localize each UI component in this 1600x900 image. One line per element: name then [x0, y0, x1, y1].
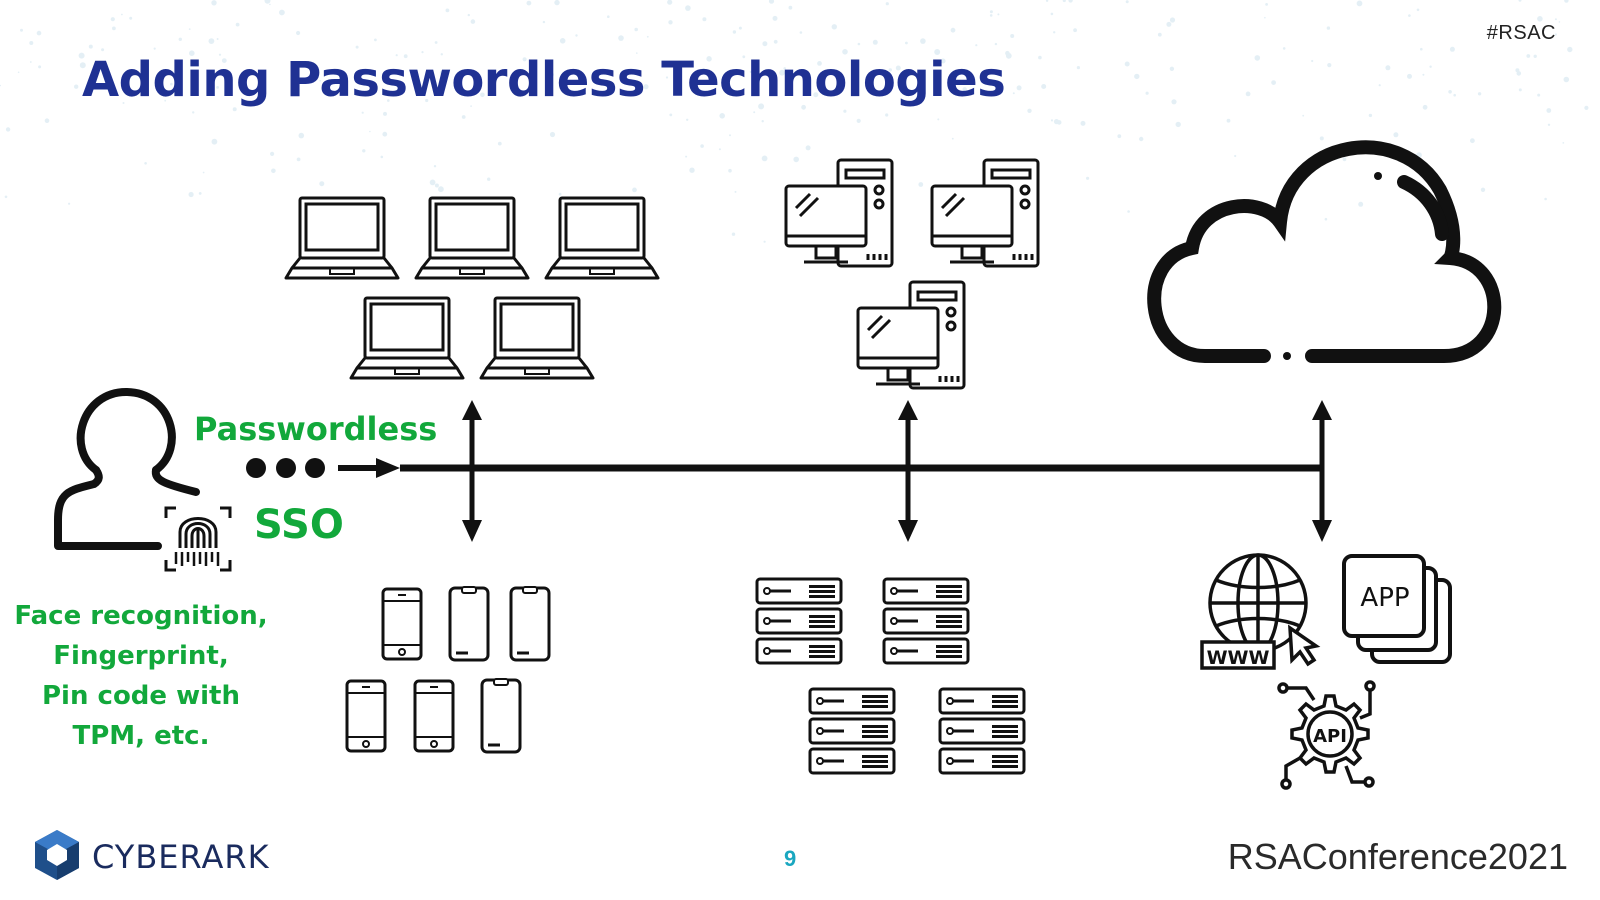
auth-method-line: Pin code with [42, 681, 240, 711]
user-icon [54, 388, 200, 550]
double-arrow-icon [1312, 400, 1332, 542]
smartphone-icon [345, 679, 387, 753]
auth-method-line: Face recognition, [14, 601, 268, 631]
smartphone-icon [509, 585, 551, 662]
api-gear-icon [1277, 680, 1376, 790]
desktop-computer-icon [930, 158, 1040, 268]
smartphone-icon [480, 677, 522, 754]
page-number: 9 [784, 846, 797, 871]
auth-methods-list: Face recognition, Fingerprint, Pin code … [10, 596, 272, 756]
laptop-icon [544, 196, 660, 280]
smartphone-icon [448, 585, 490, 662]
server-icon [938, 687, 1026, 775]
smartphone-icon [381, 587, 423, 661]
server-icon [755, 577, 843, 665]
laptop-icon [414, 196, 530, 280]
app-stack-icon [1342, 554, 1452, 664]
rsa-conference-logo: RSAConference2021 [1227, 836, 1568, 877]
slide-title: Adding Passwordless Technologies [82, 52, 1006, 108]
server-icon [808, 687, 896, 775]
globe-www-icon [1200, 553, 1321, 670]
auth-method-line: TPM, etc. [72, 721, 210, 751]
app-tile-label: APP [1360, 583, 1409, 613]
desktop-computer-icon [784, 158, 894, 268]
double-arrow-icon [462, 400, 482, 542]
ellipsis-dots [246, 458, 325, 478]
auth-method-line: Fingerprint, [53, 641, 229, 671]
cyberark-cube-icon [35, 830, 79, 880]
bus-line [338, 458, 1322, 478]
laptop-icon [284, 196, 400, 280]
laptop-icon [479, 296, 595, 380]
laptop-icon [349, 296, 465, 380]
cloud-icon [1147, 140, 1502, 363]
desktop-computer-icon [856, 280, 966, 390]
www-label: WWW [1207, 647, 1270, 669]
double-arrow-icon [898, 400, 918, 542]
sso-label: SSO [254, 502, 344, 548]
fingerprint-icon [164, 506, 232, 572]
rsac-hashtag: #RSAC [1486, 22, 1556, 44]
cyberark-wordmark: CYBERARK [92, 838, 270, 876]
api-label: API [1313, 726, 1347, 747]
passwordless-label: Passwordless [194, 410, 438, 448]
server-icon [882, 577, 970, 665]
smartphone-icon [413, 679, 455, 753]
